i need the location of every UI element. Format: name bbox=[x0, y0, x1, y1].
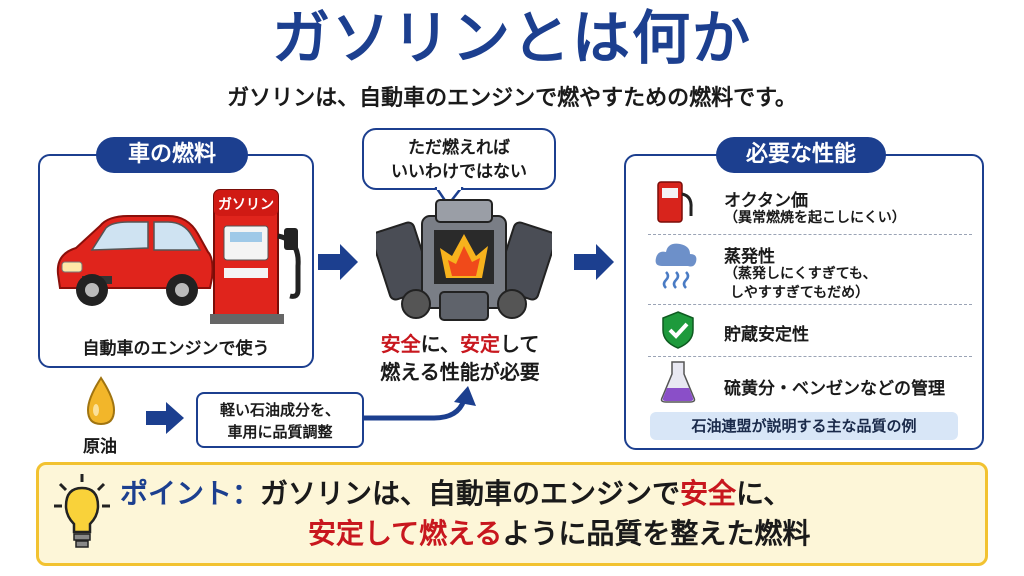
engine-requirement-text: 安全に、安定して 燃える性能が必要 bbox=[340, 330, 580, 386]
pump-label: ガソリン bbox=[218, 197, 274, 213]
crude-oil-label: 原油 bbox=[83, 437, 117, 457]
bubble-line-1: ただ燃えれば bbox=[408, 138, 510, 158]
point-label: ポイント： bbox=[120, 477, 261, 510]
point-line-2: 安定して燃えるように品質を整えた燃料 bbox=[308, 516, 810, 552]
requirement-line-2: 燃える性能が必要 bbox=[380, 360, 540, 384]
flask-icon bbox=[660, 361, 696, 403]
point-safe: 安全 bbox=[680, 477, 737, 510]
gas-pump-icon bbox=[657, 181, 693, 223]
fuel-panel-caption: 自動車のエンジンで使う bbox=[82, 339, 270, 359]
fuel-panel: ガソリン 自動車のエンジンで使う bbox=[38, 154, 314, 368]
requirement-safe: 安全 bbox=[380, 332, 421, 356]
point-line-2-b: ように品質を整えた燃料 bbox=[502, 517, 811, 550]
oil-process-line-2: 車用に品質調整 bbox=[227, 423, 333, 441]
point-box bbox=[36, 462, 988, 566]
requirement-stable: 安定 bbox=[460, 332, 500, 356]
performance-panel-badge: 必要な性能 bbox=[716, 137, 886, 173]
cloud-vapor-icon bbox=[655, 243, 697, 289]
requirement-line-1: 安全に、安定して bbox=[340, 330, 580, 358]
curved-arrow-icon bbox=[364, 386, 476, 421]
engine-speech-bubble: ただ燃えれば いいわけではない bbox=[362, 128, 556, 190]
arrow-right-icon bbox=[146, 402, 184, 434]
perf-note-octane: （異常燃焼を起こしにくい） bbox=[724, 210, 906, 226]
shield-check-icon bbox=[662, 311, 694, 349]
requirement-shite: して bbox=[500, 332, 540, 356]
point-line-1-a: ガソリンは、自動車のエンジンで bbox=[260, 477, 681, 510]
engine-icon bbox=[376, 199, 552, 321]
bubble-line-2: いいわけではない bbox=[391, 162, 527, 182]
lightbulb-icon bbox=[54, 474, 110, 548]
requirement-ni: に、 bbox=[420, 332, 460, 356]
oil-process-line-1: 軽い石油成分を、 bbox=[219, 401, 340, 419]
arrow-right-icon bbox=[318, 244, 358, 280]
perf-note-volatility-2: しやすすぎてもだめ） bbox=[730, 285, 870, 301]
oil-process-box: 軽い石油成分を、 車用に品質調整 bbox=[196, 392, 364, 448]
fuel-panel-badge: 車の燃料 bbox=[96, 137, 248, 173]
divider bbox=[648, 234, 972, 235]
point-stable-burn: 安定して燃える bbox=[308, 517, 503, 550]
divider bbox=[648, 304, 972, 305]
page-title: ガソリンとは何か bbox=[271, 4, 752, 72]
perf-item-octane: オクタン価 bbox=[724, 191, 808, 211]
arrow-right-icon bbox=[574, 244, 614, 280]
red-car-icon bbox=[56, 215, 214, 306]
perf-item-storage-stability: 貯蔵安定性 bbox=[724, 325, 809, 345]
oil-drop-icon bbox=[86, 376, 116, 426]
bubble-tail bbox=[434, 187, 464, 207]
divider bbox=[648, 356, 972, 357]
perf-item-sulfur-benzene: 硫黄分・ベンゼンなどの管理 bbox=[724, 379, 945, 399]
fuel-pump-icon bbox=[210, 189, 301, 324]
point-line-1-c: に、 bbox=[736, 477, 792, 510]
page-subtitle: ガソリンは、自動車のエンジンで燃やすための燃料です。 bbox=[227, 86, 797, 111]
perf-item-volatility: 蒸発性 bbox=[724, 247, 775, 267]
perf-note-volatility-1: （蒸発しにくすぎても、 bbox=[724, 266, 877, 282]
performance-footnote: 石油連盟が説明する主な品質の例 bbox=[650, 412, 958, 440]
point-line-1: ポイント：ガソリンは、自動車のエンジンで安全に、 bbox=[120, 476, 791, 512]
